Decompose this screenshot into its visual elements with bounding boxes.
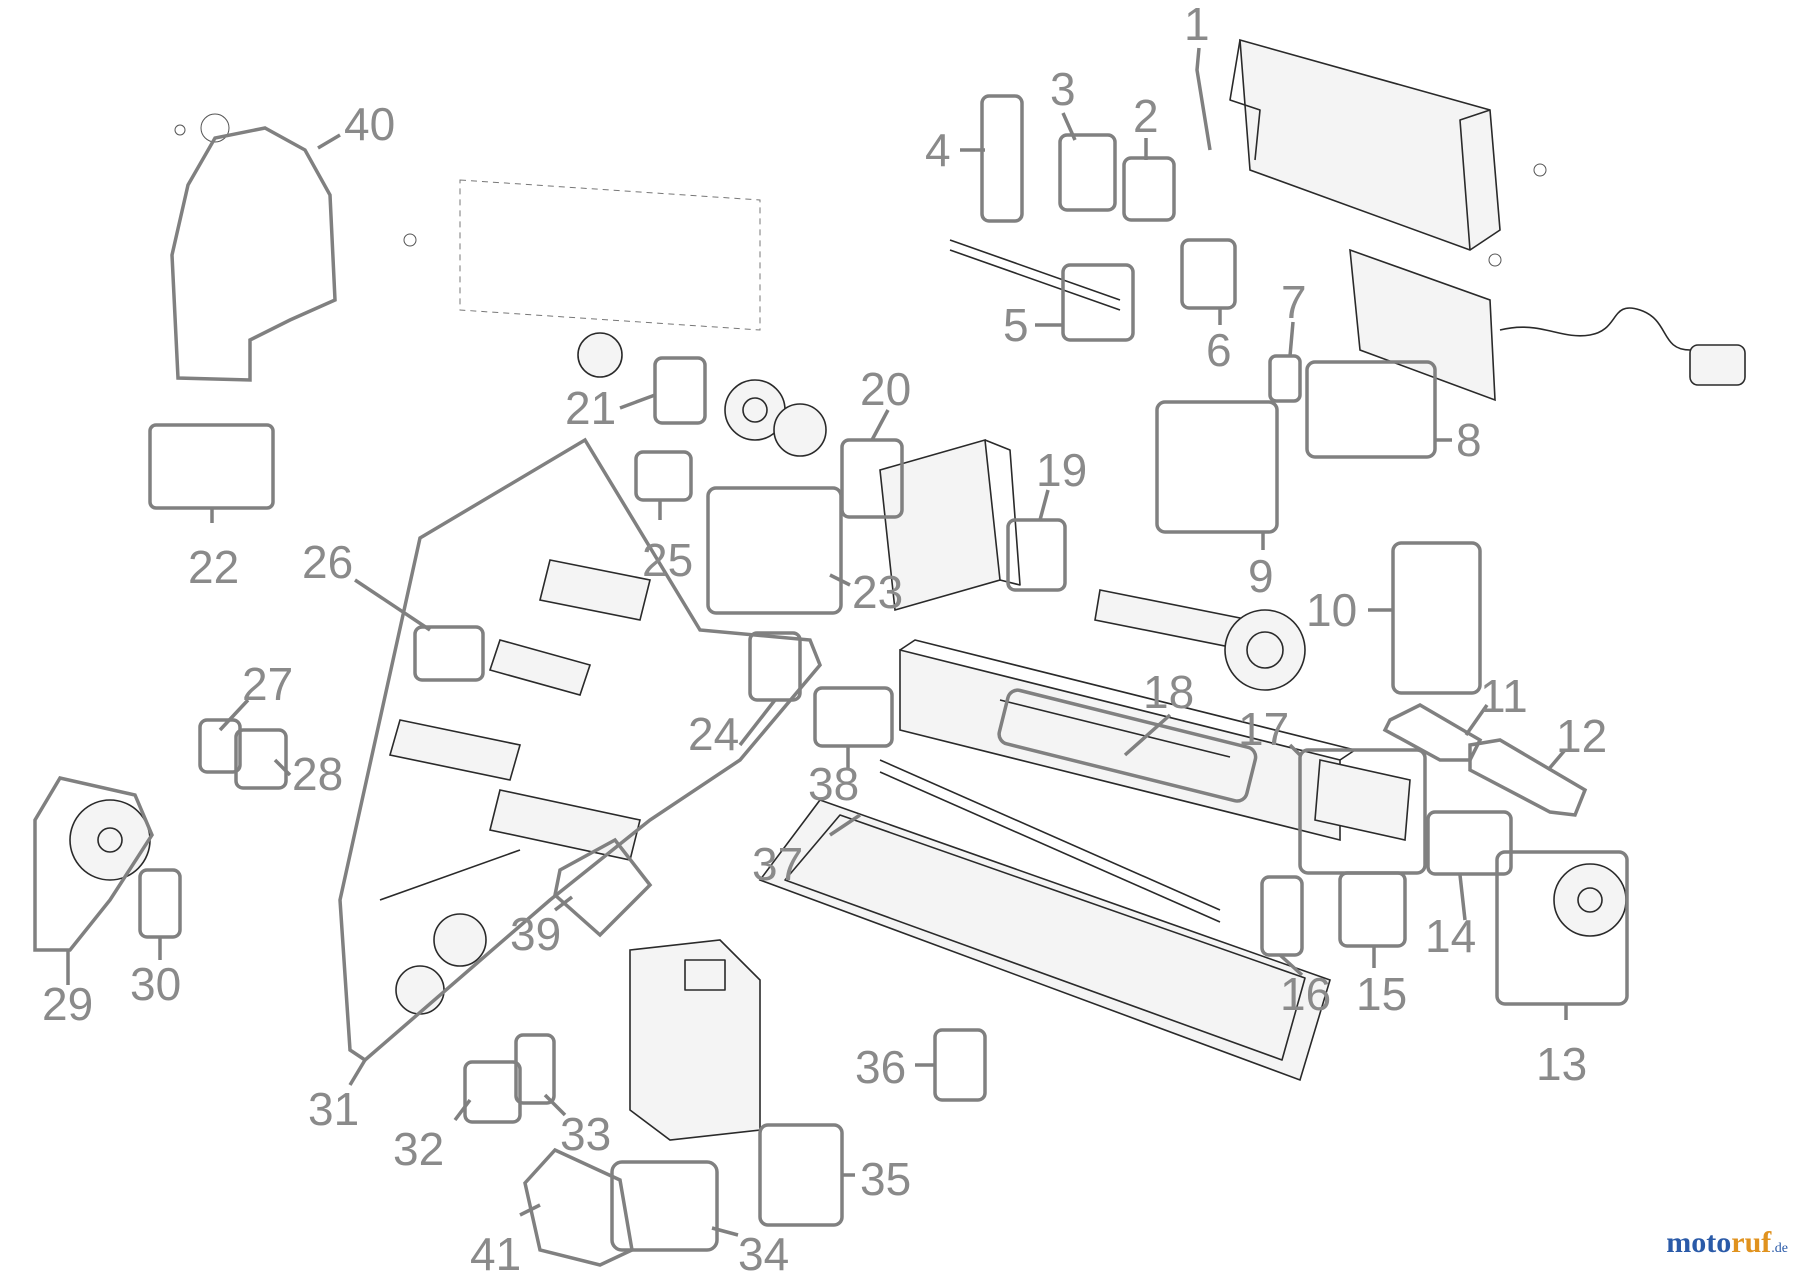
part-label-21: 21 [565, 382, 616, 434]
part-label-23: 23 [852, 566, 903, 618]
part-label-14: 14 [1425, 910, 1476, 962]
part-label-39: 39 [510, 908, 561, 960]
part-label-34: 34 [738, 1228, 789, 1274]
part-label-38: 38 [808, 758, 859, 810]
outline-part-22 [148, 423, 275, 510]
part-label-8: 8 [1456, 414, 1482, 466]
part-labels: 1 2 3 4 5 6 7 8 9 10 11 12 13 14 15 16 1… [42, 0, 1607, 1274]
part-label-35: 35 [860, 1153, 911, 1205]
part-label-19: 19 [1036, 444, 1087, 496]
part-label-29: 29 [42, 978, 93, 1030]
line-art [69, 38, 1746, 1141]
part-label-9: 9 [1248, 550, 1274, 602]
watermark-part2: ruf [1731, 1226, 1772, 1259]
outline-part-36 [933, 1028, 987, 1102]
outline-part-23 [706, 486, 843, 615]
part-label-16: 16 [1280, 968, 1331, 1020]
outline-part-21 [653, 356, 707, 425]
watermark-tld: .de [1771, 1241, 1788, 1256]
part-label-17: 17 [1238, 703, 1289, 755]
outline-part-14 [1426, 810, 1513, 876]
part-label-15: 15 [1356, 968, 1407, 1020]
part-label-6: 6 [1206, 324, 1232, 376]
part-label-36: 36 [855, 1041, 906, 1093]
part-label-24: 24 [688, 708, 739, 760]
part-label-10: 10 [1306, 584, 1357, 636]
outline-part-8 [1305, 360, 1437, 459]
part-label-27: 27 [242, 658, 293, 710]
part-label-2: 2 [1133, 90, 1159, 142]
part-label-40: 40 [344, 98, 395, 150]
outline-part-33 [514, 1033, 556, 1105]
outline-part-39 [553, 837, 653, 938]
part-label-5: 5 [1003, 299, 1029, 351]
outline-part-27 [198, 718, 242, 774]
outline-part-29 [33, 776, 154, 952]
outline-part-5 [1061, 263, 1135, 342]
outline-part-13 [1495, 850, 1629, 1006]
part-label-12: 12 [1556, 710, 1607, 762]
part-label-32: 32 [393, 1123, 444, 1175]
outline-part-32 [463, 1060, 522, 1124]
outline-part-26 [413, 625, 485, 682]
part-label-3: 3 [1050, 63, 1076, 115]
outline-part-6 [1180, 238, 1237, 310]
part-label-30: 30 [130, 958, 181, 1010]
part-label-31: 31 [308, 1083, 359, 1135]
part-label-13: 13 [1536, 1038, 1587, 1090]
part-label-4: 4 [925, 124, 951, 176]
part-label-1: 1 [1184, 0, 1210, 50]
watermark-logo: motoruf.de [1666, 1226, 1788, 1260]
outline-part-34 [610, 1160, 719, 1252]
outline-part-38 [813, 686, 894, 748]
part-label-33: 33 [560, 1108, 611, 1160]
outline-part-2 [1122, 156, 1176, 222]
part-label-20: 20 [860, 363, 911, 415]
leader-lines [66, 47, 1568, 1237]
part-label-22: 22 [188, 541, 239, 593]
part-label-25: 25 [642, 534, 693, 586]
outline-part-16 [1260, 875, 1304, 957]
outline-part-35 [758, 1123, 844, 1227]
outline-part-9 [1155, 400, 1279, 534]
outline-part-25 [634, 450, 693, 502]
watermark-part1: moto [1666, 1226, 1732, 1259]
outline-part-28 [234, 728, 288, 790]
part-label-11: 11 [1480, 670, 1528, 722]
part-outlines [33, 94, 1629, 1267]
outline-part-3 [1058, 133, 1117, 212]
outline-part-12 [1468, 738, 1588, 817]
outline-part-10 [1391, 541, 1482, 695]
outline-part-31 [338, 437, 823, 1063]
outline-part-19 [1006, 518, 1067, 592]
outline-part-40 [170, 126, 337, 382]
outline-part-24 [748, 631, 802, 702]
outline-part-7 [1268, 354, 1302, 403]
part-label-37: 37 [752, 838, 803, 890]
outline-part-18 [997, 688, 1258, 803]
outline-part-4 [980, 94, 1024, 223]
part-label-18: 18 [1143, 666, 1194, 718]
part-label-26: 26 [302, 536, 353, 588]
outline-part-30 [138, 868, 182, 939]
part-label-41: 41 [470, 1228, 521, 1274]
part-label-28: 28 [292, 748, 343, 800]
outline-part-15 [1338, 871, 1407, 948]
part-label-7: 7 [1281, 276, 1307, 328]
